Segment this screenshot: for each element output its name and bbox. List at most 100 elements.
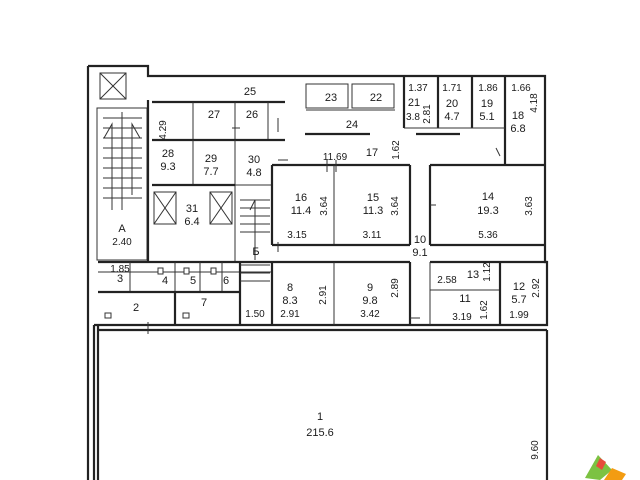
room-number: 18: [512, 110, 524, 122]
room-number: 23: [325, 92, 337, 104]
room-number: 22: [370, 92, 382, 104]
room-number: 19: [481, 98, 493, 110]
room-dim: 2.91: [280, 309, 300, 320]
room-number: 17: [366, 147, 378, 159]
room-6: 6: [223, 275, 229, 287]
room-dim: 1.86: [478, 83, 498, 94]
room-dim: 11.69: [323, 152, 348, 163]
room-dim: 3.11: [363, 230, 382, 241]
room-10: 10 9.1: [412, 234, 427, 259]
room-31: 31 6.4: [184, 203, 199, 228]
room-26: 26: [246, 109, 258, 121]
room-area: 9.1: [412, 247, 427, 259]
room-dim: 3.15: [287, 230, 307, 241]
room-dim: 9.60: [530, 440, 541, 460]
room-dim: 3.19: [452, 312, 472, 323]
room-17: 11.69 17 1.62: [323, 140, 402, 163]
room-7: 7 1.50: [201, 297, 265, 320]
room-area: 9.8: [362, 295, 377, 307]
room-23: 23: [325, 92, 337, 104]
room-dim: 4.29: [158, 120, 169, 140]
room-21: 1.37 21 3.8 2.81: [406, 83, 433, 124]
room-number: 28: [162, 148, 174, 160]
room-area: 19.3: [477, 205, 498, 217]
room-number: 29: [205, 153, 217, 165]
room-number: 8: [287, 282, 293, 294]
room-number: 14: [482, 191, 494, 203]
stair-a: [103, 112, 142, 210]
room-dim: 1.37: [408, 83, 428, 94]
room-30: 30 4.8: [246, 154, 261, 179]
room-1: 1 215.6 9.60: [306, 411, 541, 460]
room-area: 3.8: [406, 112, 420, 123]
room-28: 4.29 28 9.3: [158, 120, 176, 173]
room-area: 11.4: [291, 205, 312, 217]
room-area: 7.7: [203, 166, 218, 178]
room-dim: 5.36: [478, 230, 498, 241]
room-dim: 2.92: [531, 278, 542, 298]
room-number: 31: [186, 203, 198, 215]
room-dim: 1.85: [110, 264, 130, 275]
room-dim: 2.91: [318, 285, 329, 305]
room-4: 4: [162, 275, 168, 287]
room-number: 1: [317, 411, 323, 423]
doors: [147, 118, 501, 334]
room-labels: 25 23 22 1.37 21 3.8 2.81 1.71 20 4.7 1.…: [110, 83, 542, 460]
stair-b: [240, 199, 270, 282]
room-number: А: [118, 223, 126, 235]
room-area: 11.3: [363, 205, 384, 217]
room-number: 5: [190, 275, 196, 287]
room-area: 9.3: [160, 161, 175, 173]
toilet-fixtures: [104, 267, 217, 319]
room-9: 9 9.8 2.89 3.42: [360, 278, 401, 320]
room-b: Б: [252, 246, 259, 258]
room-15: 15 11.3 3.64 3.11: [363, 192, 401, 241]
room-number: 4: [162, 275, 168, 287]
outer-walls: [86, 64, 549, 480]
room-16: 16 11.4 3.64 3.15: [287, 192, 330, 241]
room-dim: 1.71: [442, 83, 462, 94]
room-dim: 2.89: [390, 278, 401, 298]
room-number: 11: [459, 293, 470, 305]
room-3: 1.85 3: [110, 264, 130, 285]
room-number: 30: [248, 154, 260, 166]
room-5: 5: [190, 275, 196, 287]
room-number: 21: [408, 97, 420, 109]
room-number: 9: [367, 282, 373, 294]
room-dim: 2.40: [112, 237, 132, 248]
room-18: 1.66 18 6.8 4.18: [510, 83, 540, 135]
room-number: 26: [246, 109, 258, 121]
room-number: 20: [446, 98, 458, 110]
logo-icon: [585, 455, 626, 480]
room-dim: 1.62: [391, 140, 402, 160]
room-8: 8 8.3 2.91 2.91: [280, 282, 329, 320]
room-number: 6: [223, 275, 229, 287]
room-dim: 2.81: [422, 104, 433, 124]
room-number: 16: [295, 192, 307, 204]
room-dim: 1.62: [479, 300, 490, 320]
room-dim: 1.50: [245, 309, 265, 320]
room-number: 24: [346, 119, 358, 131]
room-11: 11 3.19 1.62: [452, 293, 490, 323]
room-24: 24: [346, 119, 358, 131]
room-area: 6.8: [510, 123, 525, 135]
room-number: 2: [133, 302, 139, 314]
room-20: 1.71 20 4.7: [442, 83, 462, 123]
room-number: 3: [117, 273, 123, 285]
room-area: 4.8: [246, 167, 261, 179]
room-a: А 2.40: [112, 223, 132, 248]
room-dim: 3.64: [390, 196, 401, 216]
room-area: 215.6: [306, 427, 334, 439]
room-dim: 1.99: [509, 310, 529, 321]
room-number: 25: [244, 86, 256, 98]
room-number: 10: [414, 234, 426, 246]
room-2: 2: [133, 302, 139, 314]
room-12: 12 5.7 2.92 1.99: [509, 278, 542, 321]
room-number: 12: [513, 281, 525, 293]
room-13: 2.58 13 1.12: [437, 262, 493, 286]
room-27: 27: [208, 109, 220, 121]
room-area: 5.7: [511, 294, 526, 306]
interior-walls: [96, 72, 547, 325]
room-area: 6.4: [184, 216, 199, 228]
